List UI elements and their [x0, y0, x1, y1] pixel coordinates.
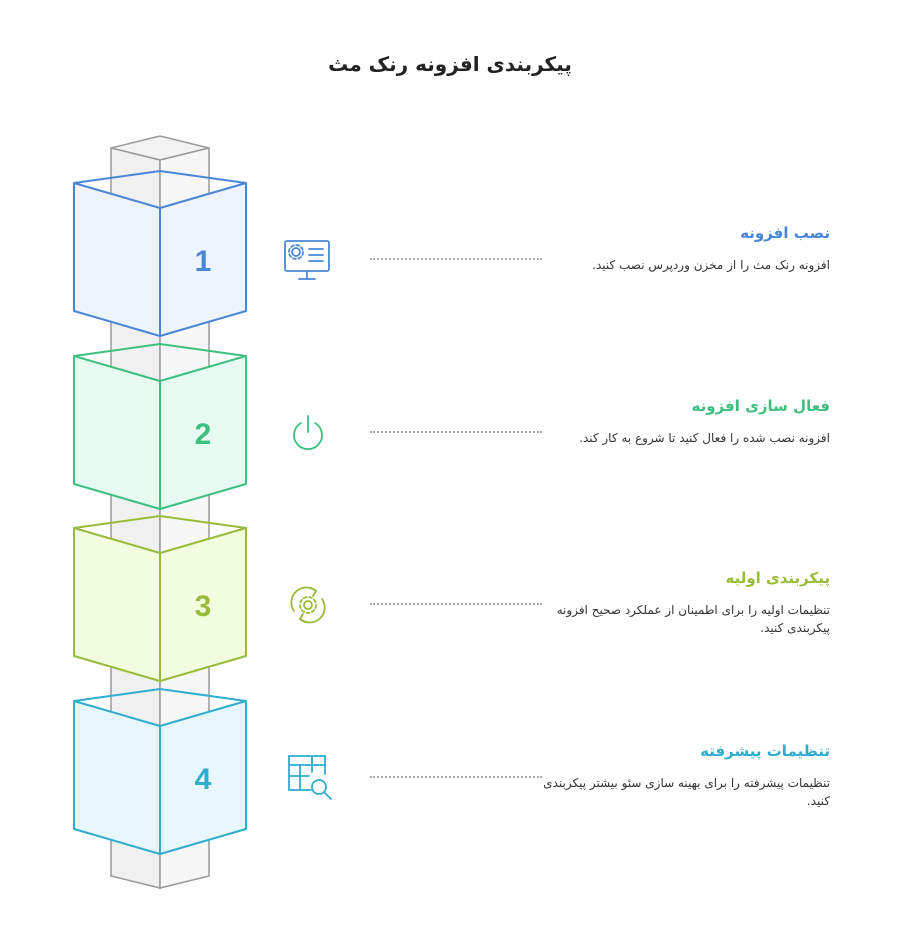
step-1-connector: [370, 258, 542, 260]
step-3-text: پیکربندی اولیه تنظیمات اولیه را برای اطم…: [540, 569, 830, 637]
step-4-text: تنظیمات پیشرفته تنظیمات پیشرفته را برای …: [540, 742, 830, 810]
step-1-cube: 1: [73, 169, 247, 337]
step-2-cube: 2: [73, 342, 247, 510]
step-1-icon: [279, 232, 335, 288]
step-3-heading: پیکربندی اولیه: [725, 569, 830, 587]
step-4-cube: 4: [73, 687, 247, 855]
step-3-cube: 3: [73, 514, 247, 682]
cube-3-left-face: [73, 527, 161, 682]
step-2-description: افزونه نصب شده را فعال کنید تا شروع به ک…: [579, 431, 830, 445]
diagram-title: پیکربندی افزونه رنک مث: [328, 52, 572, 76]
step-2-number: 2: [195, 418, 212, 451]
step-4-description: تنظیمات پیشرفته را برای بهینه سازی سئو ب…: [543, 776, 830, 808]
step-3-description: تنظیمات اولیه را برای اطمینان از عملکرد …: [556, 603, 830, 635]
step-2-text: فعال سازی افزونه افزونه نصب شده را فعال …: [540, 397, 830, 447]
cube-1-left-face: [73, 182, 161, 337]
cube-4-right-face: [159, 700, 247, 855]
cube-1-right-face: [159, 182, 247, 337]
step-2-icon: [280, 405, 336, 461]
cube-4-top-back: [73, 687, 247, 702]
step-4-heading: تنظیمات پیشرفته: [700, 742, 830, 760]
step-3-number: 3: [195, 590, 212, 623]
step-1-number: 1: [195, 245, 212, 278]
step-3-connector: [370, 603, 542, 605]
cube-2-left-face: [73, 355, 161, 510]
cube-1-top-back: [73, 169, 247, 184]
step-4-icon: [281, 750, 337, 806]
cube-2-right-face: [159, 355, 247, 510]
step-1-heading: نصب افزونه: [740, 224, 830, 242]
cube-3-right-face: [159, 527, 247, 682]
step-4-connector: [370, 776, 542, 778]
step-1-description: افزونه رنک مث را از مخزن وردپرس نصب کنید…: [592, 258, 830, 272]
cube-2-top-back: [73, 342, 247, 357]
step-2-connector: [370, 431, 542, 433]
cube-4-left-face: [73, 700, 161, 855]
step-4-number: 4: [195, 763, 212, 796]
step-3-icon: [280, 577, 336, 633]
cube-3-top-back: [73, 514, 247, 529]
step-2-heading: فعال سازی افزونه: [691, 397, 831, 415]
step-1-text: نصب افزونه افزونه رنک مث را از مخزن وردپ…: [540, 224, 830, 274]
